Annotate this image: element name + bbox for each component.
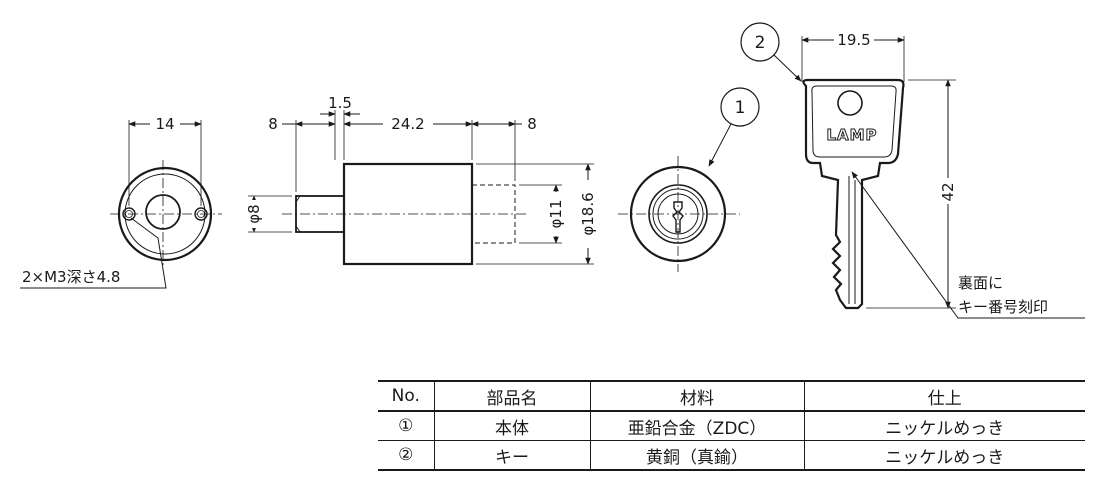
keyhole bbox=[672, 201, 684, 233]
cell-part-name: キー bbox=[433, 440, 591, 471]
dim-body-dia: φ18.6 bbox=[579, 192, 597, 235]
parts-table: No. 部品名 材料 仕上 ① 本体 亜鉛合金（ZDC） ニッケルめっき ② キ… bbox=[378, 380, 1085, 471]
cell-finish: ニッケルめっき bbox=[803, 440, 1085, 471]
front-view bbox=[20, 120, 222, 289]
header-part-name: 部品名 bbox=[433, 380, 591, 412]
key-hole bbox=[837, 90, 863, 116]
dim-body-length: 24.2 bbox=[391, 115, 424, 133]
dim-flange: 1.5 bbox=[328, 94, 352, 112]
rear-view bbox=[618, 87, 760, 272]
engraving-note-line2: キー番号刻印 bbox=[958, 298, 1048, 316]
key-bow-inner bbox=[811, 85, 897, 158]
dim-bore-dia: φ11 bbox=[547, 200, 565, 229]
table-header-row: No. 部品名 材料 仕上 bbox=[378, 380, 1085, 412]
dim-rear-length: 8 bbox=[527, 115, 537, 133]
side-bore-hidden bbox=[472, 184, 516, 244]
cell-finish: ニッケルめっき bbox=[803, 410, 1085, 441]
dim-front-width: 14 bbox=[155, 115, 174, 133]
technical-drawing: 14 2×M3深さ4.8 8 1.5 24 bbox=[20, 22, 1085, 319]
table-row: ① 本体 亜鉛合金（ZDC） ニッケルめっき bbox=[378, 410, 1085, 441]
engraving-note-line1: 裏面に bbox=[958, 274, 1003, 292]
header-finish: 仕上 bbox=[803, 380, 1085, 412]
header-material: 材料 bbox=[589, 380, 805, 412]
callout-circle-2 bbox=[740, 22, 780, 62]
dim-shaft-length: 8 bbox=[268, 115, 278, 133]
callout-circle-1 bbox=[720, 87, 760, 127]
key-view bbox=[740, 22, 1085, 319]
table-row: ② キー 黄銅（真鍮） ニッケルめっき bbox=[378, 440, 1085, 471]
callout-leader-2 bbox=[773, 54, 802, 82]
cell-material: 黄銅（真鍮） bbox=[589, 440, 805, 471]
tapped-hole-leader bbox=[20, 217, 167, 289]
dim-key-width: 19.5 bbox=[837, 31, 870, 49]
cell-material: 亜鉛合金（ZDC） bbox=[589, 410, 805, 441]
key-logo: LAMP bbox=[826, 126, 877, 144]
dim-key-length: 42 bbox=[939, 182, 957, 201]
key-outline bbox=[802, 78, 905, 310]
callout-label-2: 2 bbox=[755, 33, 766, 53]
cell-no: ① bbox=[378, 410, 435, 441]
side-view bbox=[248, 110, 594, 266]
tapped-hole-note: 2×M3深さ4.8 bbox=[22, 268, 120, 286]
engraving-leader bbox=[851, 171, 1085, 319]
header-no: No. bbox=[378, 380, 435, 412]
cell-part-name: 本体 bbox=[433, 410, 591, 441]
dim-shaft-dia: φ8 bbox=[245, 204, 263, 223]
callout-leader-1 bbox=[708, 123, 732, 167]
cell-no: ② bbox=[378, 440, 435, 471]
callout-label-1: 1 bbox=[735, 98, 746, 118]
